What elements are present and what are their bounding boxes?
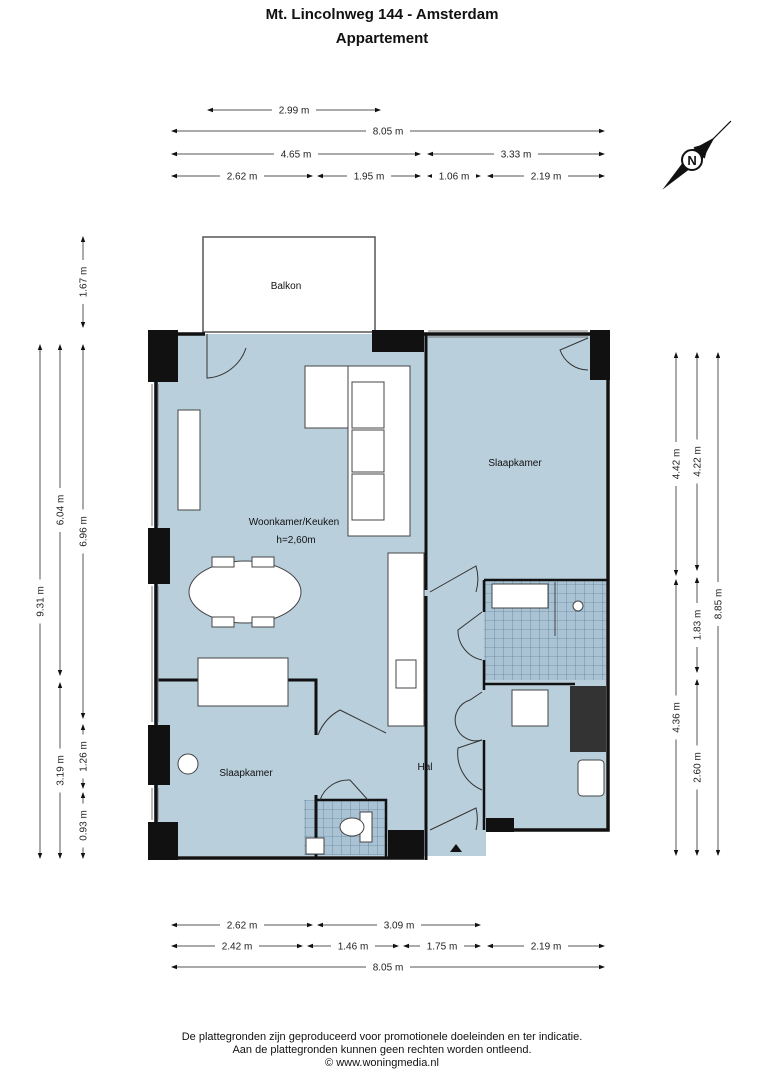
toilet <box>339 811 373 843</box>
toilet-sink <box>305 837 325 855</box>
sofa <box>304 365 411 537</box>
doors <box>206 334 589 831</box>
dining-table <box>188 560 302 624</box>
copyright: © www.woningmedia.nl <box>325 1057 439 1069</box>
dimension-line: 2.42 m <box>171 939 303 953</box>
room-label-balkon: Balkon <box>271 281 302 292</box>
dimension-line: 4.36 m <box>669 579 683 856</box>
dimension-line: 0.93 m <box>76 792 90 859</box>
kitchen-counter <box>387 552 425 727</box>
page-title: Mt. Lincolnweg 144 - Amsterdam <box>265 6 499 23</box>
dimension-label: 9.31 m <box>36 586 47 617</box>
furniture <box>177 365 605 855</box>
dimension-label: 2.42 m <box>222 942 253 953</box>
room-label-hal: Hal <box>417 762 432 773</box>
page-subtitle: Appartement <box>335 30 429 47</box>
dimension-label: 1.06 m <box>439 172 470 183</box>
balcony <box>202 236 376 333</box>
dimension-line: 8.05 m <box>171 960 605 974</box>
washing-machine <box>511 689 549 727</box>
dimension-line: 4.42 m <box>669 352 683 576</box>
dimension-label: 8.85 m <box>714 589 725 620</box>
sink <box>395 659 417 689</box>
dimension-lines: 2.99 m 8.05 m 4.65 m 3.33 m 2.62 m 1.95 m 1.06… <box>33 103 725 974</box>
dimension-line: 9.31 m <box>33 344 47 859</box>
dimension-line: 1.46 m <box>307 939 399 953</box>
dimension-label: 2.19 m <box>531 172 562 183</box>
dimension-label: 3.19 m <box>56 755 67 786</box>
dimension-line: 4.65 m <box>171 147 421 161</box>
dimension-label: 2.62 m <box>227 921 258 932</box>
room-label-slaapkamer-left: Slaapkamer <box>219 768 273 779</box>
room-height: h=2,60m <box>276 535 315 546</box>
dimension-label: 3.33 m <box>501 150 532 161</box>
dimension-line: 3.19 m <box>53 682 67 859</box>
boiler <box>577 759 605 797</box>
dimension-line: 8.05 m <box>171 124 605 138</box>
dimension-label: 4.36 m <box>672 702 683 733</box>
dimension-label: 1.83 m <box>693 610 704 641</box>
dimension-label: 1.26 m <box>79 741 90 772</box>
dimension-line: 2.60 m <box>690 679 704 856</box>
dimension-line: 1.06 m <box>427 169 481 183</box>
bathroom-sink <box>491 583 549 609</box>
dimension-label: 1.75 m <box>427 942 458 953</box>
dimension-label: 1.95 m <box>354 172 385 183</box>
dimension-label: 1.67 m <box>79 267 90 298</box>
chair <box>211 556 235 568</box>
dimension-label: 8.05 m <box>373 127 404 138</box>
dimension-label: 3.09 m <box>384 921 415 932</box>
dimension-line: 6.04 m <box>53 344 67 676</box>
dimension-line: 6.96 m <box>76 344 90 719</box>
dimension-label: 4.42 m <box>672 449 683 480</box>
windows <box>151 330 588 820</box>
dimension-label: 2.99 m <box>279 106 310 117</box>
compass-north-label: N <box>687 153 696 168</box>
tv-cabinet <box>177 409 201 511</box>
dimension-label: 6.96 m <box>79 516 90 547</box>
dimension-label: 8.05 m <box>373 963 404 974</box>
dimension-line: 3.33 m <box>427 147 605 161</box>
dimension-line: 2.62 m <box>171 918 313 932</box>
dimension-line: 2.19 m <box>487 939 605 953</box>
dimension-label: 1.46 m <box>338 942 369 953</box>
room-label-woonkamer: Woonkamer/Keuken <box>249 517 339 528</box>
dimension-line: 4.22 m <box>690 352 704 571</box>
lamp <box>177 753 199 775</box>
dimension-label: 6.04 m <box>56 495 67 526</box>
dimension-line: 2.62 m <box>171 169 313 183</box>
room-label-slaapkamer-right: Slaapkamer <box>488 458 542 469</box>
disclaimer-line-1: De plattegronden zijn geproduceerd voor … <box>181 1031 583 1043</box>
wall-columns <box>148 330 610 860</box>
entrance-marker <box>450 844 462 852</box>
dimension-line: 1.75 m <box>403 939 481 953</box>
compass-icon: N <box>662 120 732 190</box>
dimension-line: 1.83 m <box>690 577 704 673</box>
dimension-label: 4.65 m <box>281 150 312 161</box>
dimension-label: 0.93 m <box>79 810 90 841</box>
dimension-line: 3.09 m <box>317 918 481 932</box>
disclaimer-line-2: Aan de plattegronden kunnen geen rechten… <box>232 1044 532 1056</box>
dimension-line: 1.67 m <box>76 236 90 328</box>
dimension-label: 2.60 m <box>693 752 704 783</box>
dimension-label: 2.19 m <box>531 942 562 953</box>
shower-drain <box>572 600 584 612</box>
dimension-line: 8.85 m <box>711 352 725 856</box>
dimension-line: 1.26 m <box>76 724 90 789</box>
dimension-line: 2.99 m <box>207 103 381 117</box>
dimension-line: 2.19 m <box>487 169 605 183</box>
dimension-line: 1.95 m <box>317 169 421 183</box>
kitchen-island <box>197 657 289 707</box>
dimension-label: 2.62 m <box>227 172 258 183</box>
dimension-label: 4.22 m <box>693 446 704 477</box>
